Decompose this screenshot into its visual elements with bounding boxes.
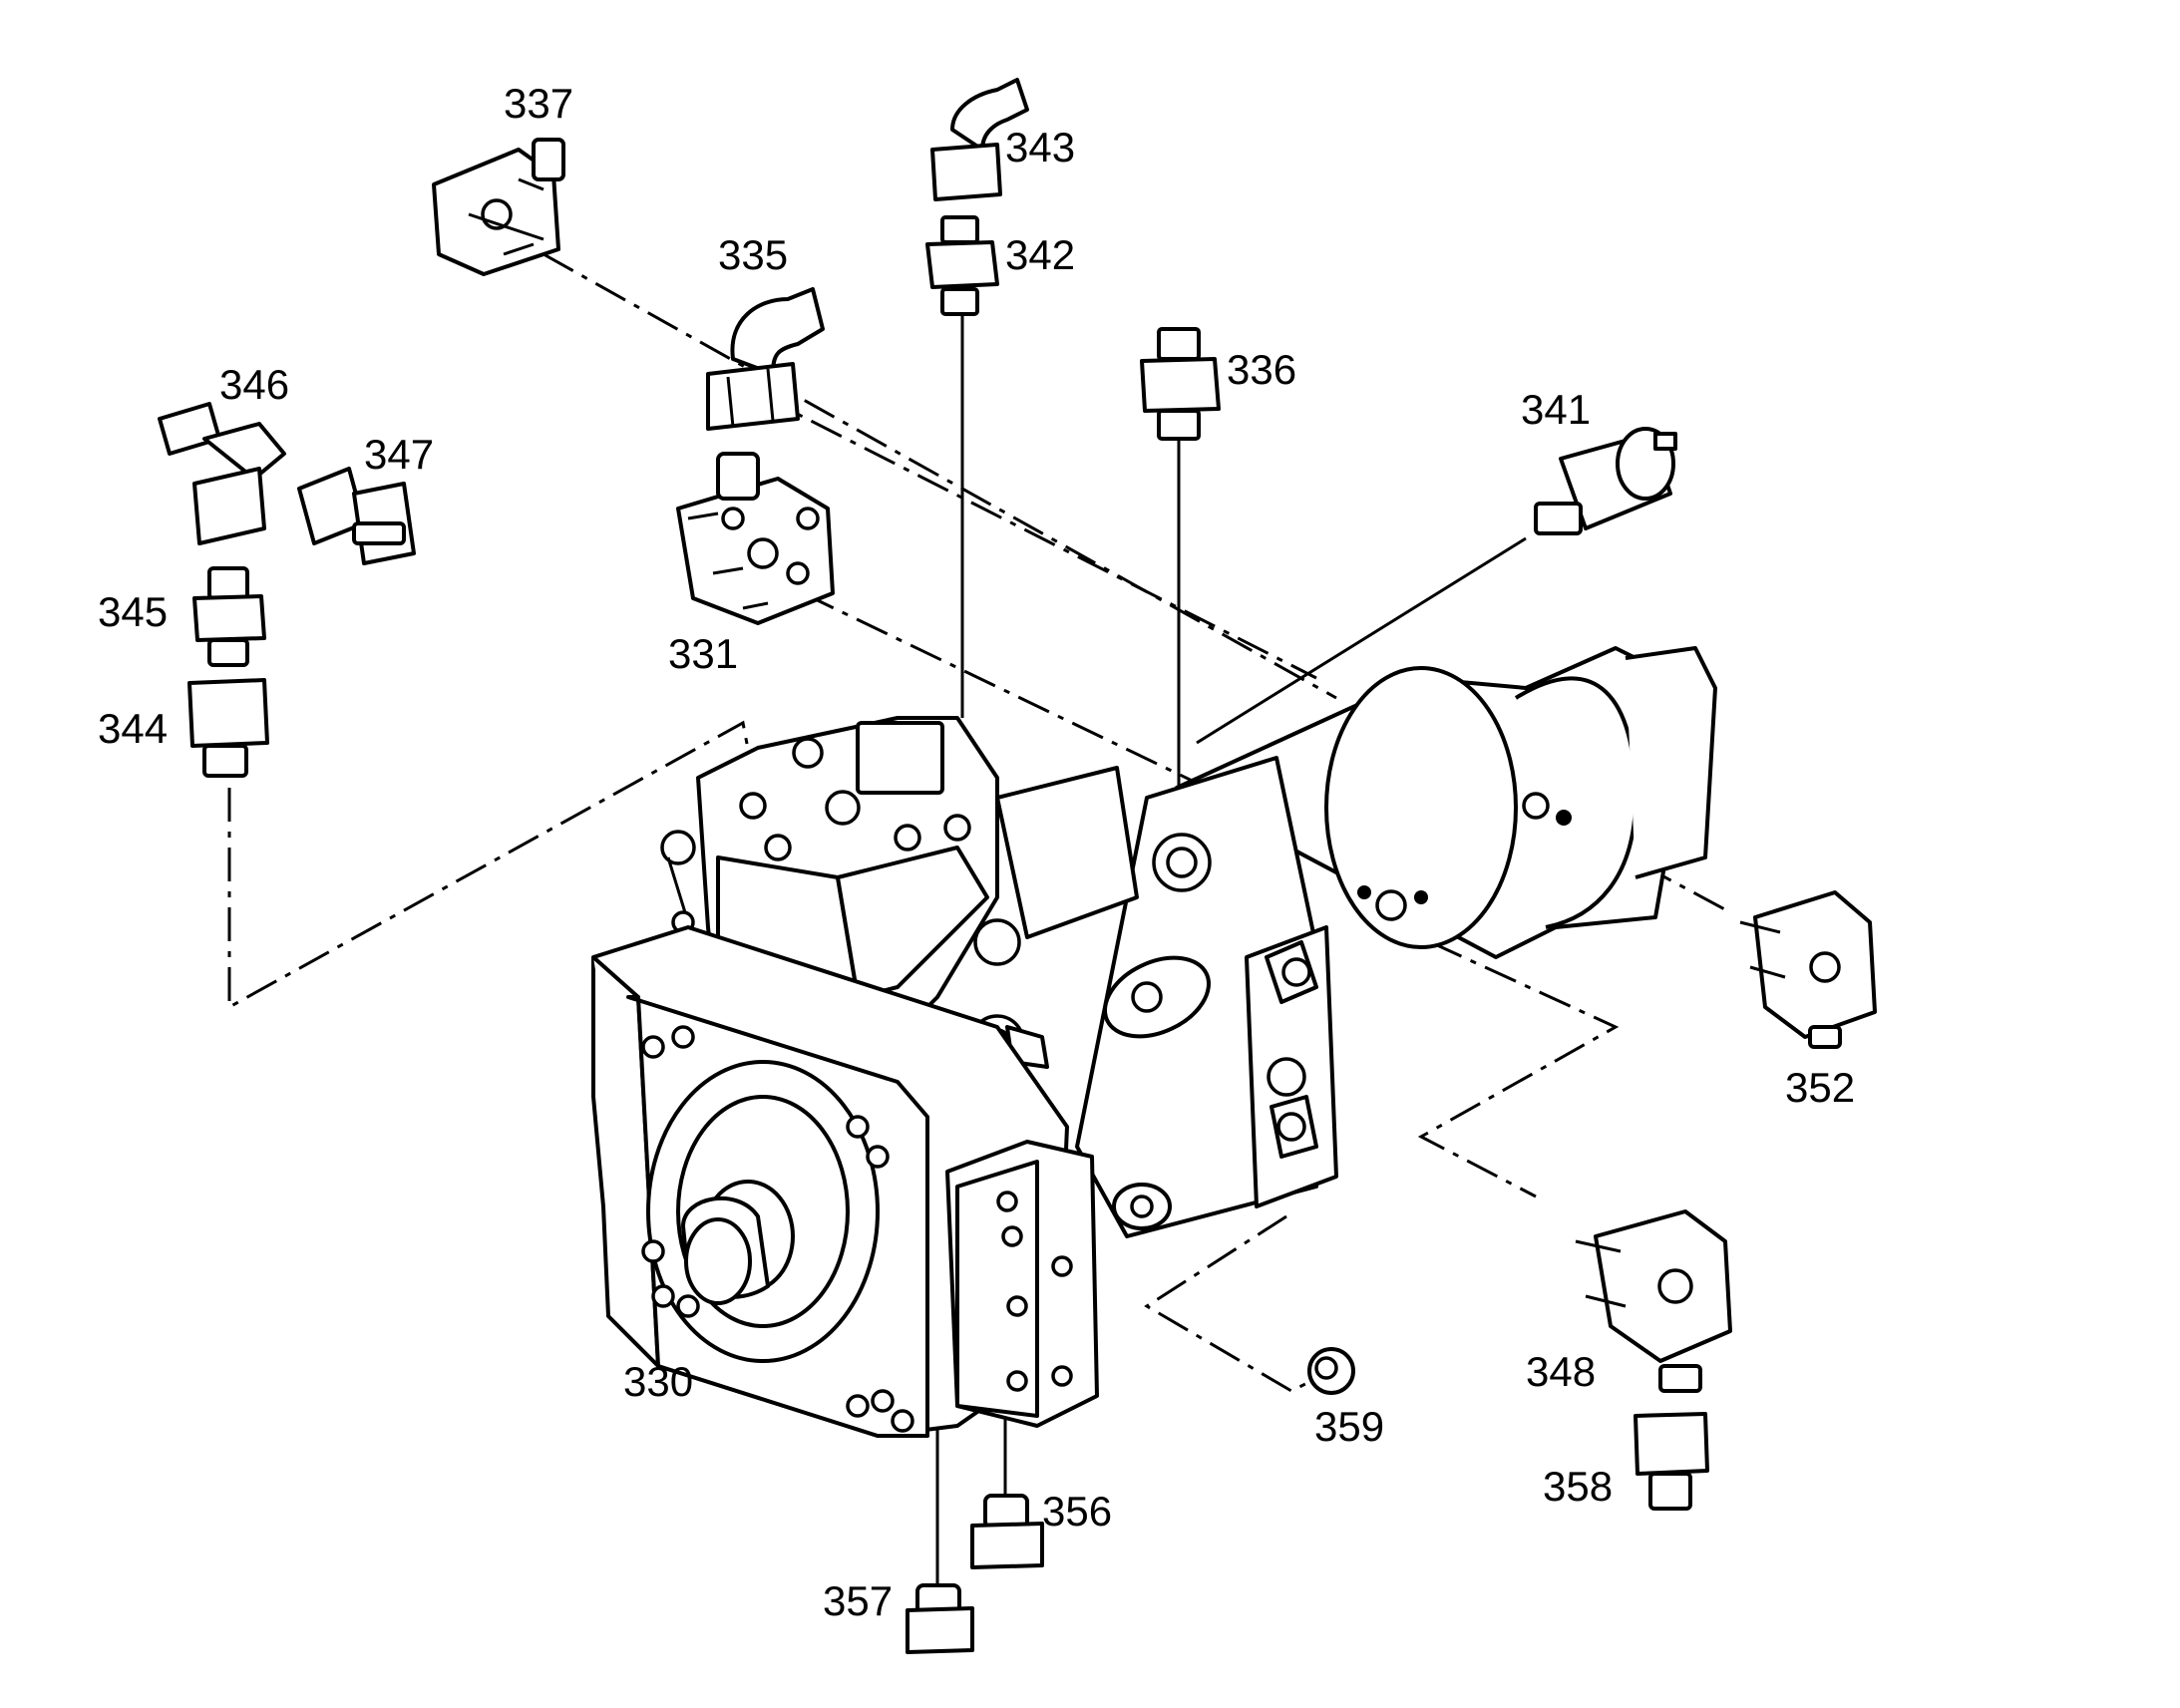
part-341-pressure-switch — [1534, 427, 1677, 535]
callout-357: 357 — [823, 1577, 893, 1624]
leader-lines — [227, 252, 1731, 1585]
callout-346: 346 — [219, 361, 289, 408]
callout-356: 356 — [1042, 1488, 1112, 1535]
part-352-flange — [1739, 890, 1877, 1049]
callout-348: 348 — [1526, 1348, 1596, 1395]
part-346-tee — [158, 402, 286, 545]
callout-337: 337 — [504, 80, 573, 127]
callout-331: 331 — [668, 630, 738, 677]
callout-344: 344 — [98, 705, 168, 752]
callout-336: 336 — [1227, 346, 1296, 393]
part-359-seal — [1307, 1347, 1355, 1395]
callout-358: 358 — [1543, 1463, 1613, 1510]
part-357-plug — [906, 1583, 974, 1654]
part-337-flange — [432, 138, 565, 276]
part-331-flange — [676, 452, 835, 625]
callout-labels: 330 331 335 336 337 341 342 343 344 345 … — [98, 80, 1855, 1624]
main-pump-body — [591, 646, 1717, 1438]
callout-347: 347 — [364, 431, 434, 478]
callout-345: 345 — [98, 588, 168, 635]
part-343-elbow — [930, 78, 1029, 201]
part-345-nipple — [192, 566, 266, 667]
part-347-adapter — [297, 467, 416, 565]
part-344-fitting — [187, 678, 269, 778]
callout-352: 352 — [1785, 1064, 1855, 1111]
part-358-fitting — [1634, 1412, 1709, 1511]
part-336-fitting — [1140, 327, 1221, 441]
callout-341: 341 — [1521, 386, 1591, 433]
part-348-flange — [1575, 1209, 1732, 1393]
part-342-fitting — [925, 215, 999, 316]
part-335-elbow — [706, 287, 825, 431]
callout-343: 343 — [1005, 124, 1075, 171]
callout-342: 342 — [1005, 231, 1075, 278]
callout-359: 359 — [1314, 1403, 1384, 1450]
part-356-plug — [970, 1494, 1044, 1569]
callout-330: 330 — [623, 1358, 693, 1405]
callout-335: 335 — [718, 231, 788, 278]
